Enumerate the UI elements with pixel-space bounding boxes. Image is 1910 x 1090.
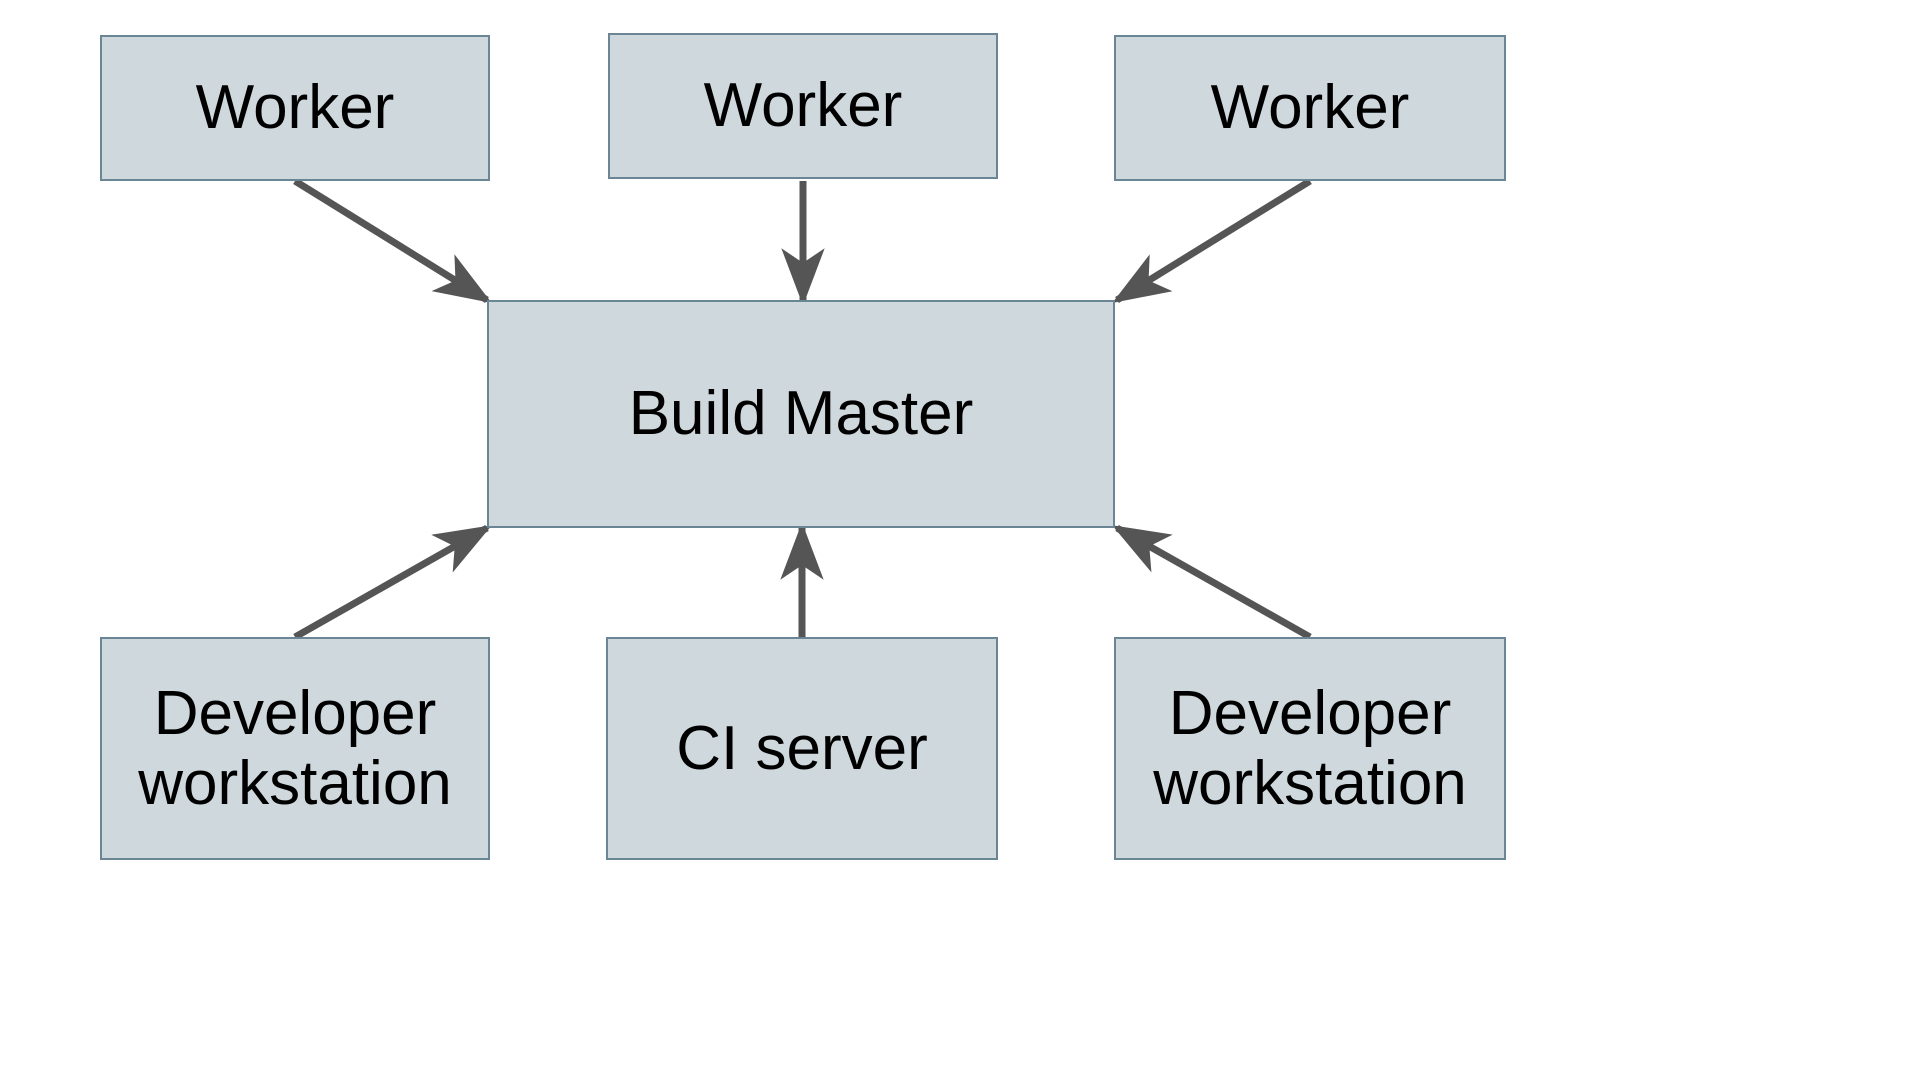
edge-dev-left-to-master: [293, 524, 492, 641]
node-build-master[interactable]: Build Master: [487, 300, 1115, 528]
node-label: Worker: [703, 71, 903, 141]
node-label: Build Master: [628, 379, 974, 449]
node-worker-right[interactable]: Worker: [1114, 35, 1506, 181]
node-label: Developer workstation: [138, 679, 452, 818]
node-developer-workstation-right[interactable]: Developer workstation: [1114, 637, 1506, 860]
node-label: Developer workstation: [1153, 679, 1467, 818]
node-label: Worker: [195, 73, 395, 143]
edge-worker-left-to-master: [293, 178, 492, 303]
edge-dev-right-to-master: [1112, 524, 1312, 641]
node-label: CI server: [676, 713, 928, 783]
edge-worker-right-to-master: [1112, 178, 1312, 303]
node-developer-workstation-left[interactable]: Developer workstation: [100, 637, 490, 860]
node-ci-server[interactable]: CI server: [606, 637, 998, 860]
node-worker-left[interactable]: Worker: [100, 35, 490, 181]
node-label: Worker: [1210, 73, 1410, 143]
node-worker-center[interactable]: Worker: [608, 33, 998, 179]
